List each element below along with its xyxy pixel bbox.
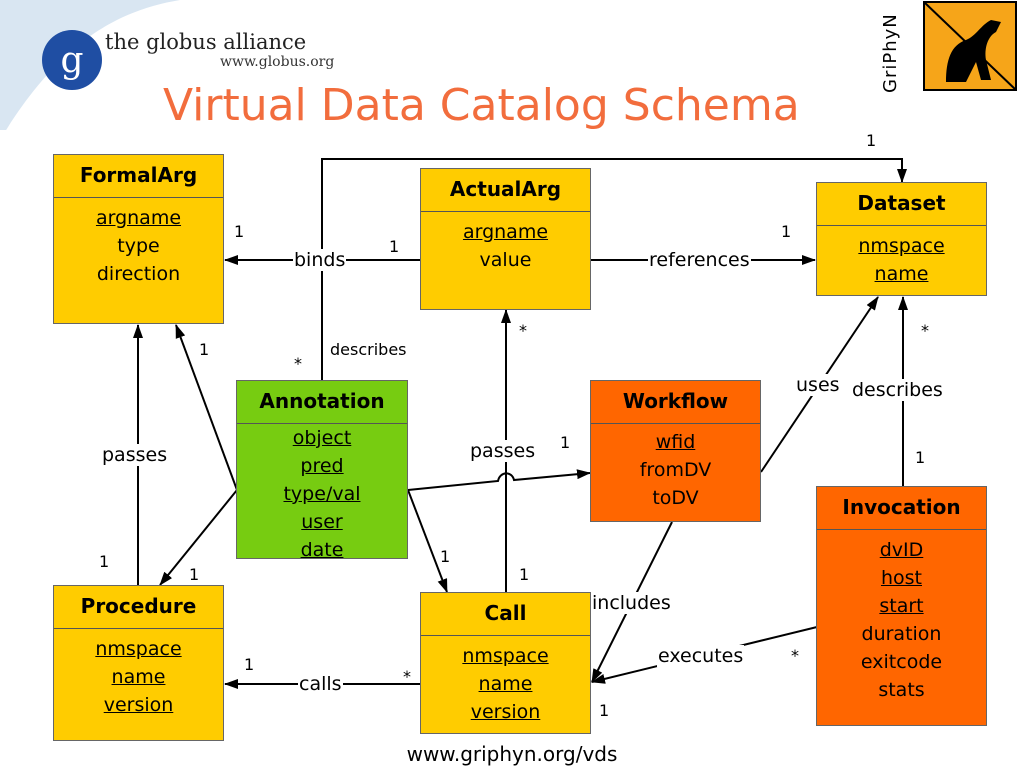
entity-attribute: start	[879, 595, 924, 617]
multiplicity: *	[403, 667, 411, 686]
footer-url: www.griphyn.org/vds	[406, 742, 618, 766]
entity-attribute: date	[300, 539, 344, 561]
entity-formalarg: FormalArg argname type direction	[53, 154, 224, 324]
multiplicity: 1	[99, 552, 110, 571]
entity-attribute: name	[874, 263, 929, 285]
relation-label-describes-right: describes	[851, 379, 944, 401]
entity-attribute: toDV	[652, 487, 699, 509]
globus-g-icon: g	[0, 0, 180, 140]
entity-name: FormalArg	[54, 155, 223, 198]
entity-annotation: Annotation object pred type/val user dat…	[236, 380, 408, 561]
entity-name: ActualArg	[421, 169, 590, 212]
griphyn-logo	[896, 0, 1024, 95]
relation-label-binds: binds	[293, 249, 347, 271]
entity-invocation: Invocation dvID host start duration exit…	[816, 486, 987, 726]
entity-attribute: nmspace	[462, 645, 549, 667]
entity-attribute: user	[301, 511, 343, 533]
multiplicity: *	[791, 646, 799, 665]
multiplicity: 1	[599, 701, 610, 720]
relation-label-describes-top: describes	[330, 340, 407, 359]
entity-attribute: type	[117, 235, 160, 257]
entity-attribute: nmspace	[858, 235, 945, 257]
page-title: Virtual Data Catalog Schema	[163, 80, 800, 131]
entity-attribute: version	[470, 701, 541, 723]
entity-attribute: name	[111, 666, 166, 688]
entity-attribute: object	[292, 427, 352, 449]
multiplicity: 1	[915, 448, 926, 467]
entity-attribute: name	[478, 673, 533, 695]
entity-name: Call	[421, 593, 590, 636]
globus-logo: g	[0, 0, 340, 140]
relation-label-includes: includes	[591, 592, 672, 614]
entity-name: Workflow	[591, 381, 760, 424]
multiplicity: *	[921, 321, 929, 340]
entity-attribute: stats	[878, 679, 925, 701]
relation-label-passes-center: passes	[469, 440, 537, 462]
entity-attribute: exitcode	[860, 651, 943, 673]
logo-name: the globus alliance	[105, 30, 307, 54]
entity-attribute: value	[479, 249, 532, 271]
multiplicity: *	[519, 321, 527, 340]
entity-attribute: duration	[861, 623, 942, 645]
entity-call: Call nmspace name version	[420, 592, 591, 734]
multiplicity: 1	[189, 565, 200, 584]
multiplicity: 1	[199, 340, 210, 359]
entity-attribute: pred	[300, 455, 344, 477]
entity-attribute: host	[880, 567, 922, 589]
entity-attribute: type/val	[283, 483, 361, 505]
entity-name: Dataset	[817, 183, 986, 226]
entity-attribute: argname	[462, 221, 549, 243]
multiplicity: 1	[519, 565, 530, 584]
entity-attribute: nmspace	[95, 638, 182, 660]
multiplicity: 1	[234, 222, 245, 241]
entity-attribute: direction	[96, 263, 181, 285]
multiplicity: 1	[781, 222, 792, 241]
annotation-call-line	[407, 489, 448, 593]
entity-name: Invocation	[817, 487, 986, 530]
annotation-procedure-line	[159, 489, 238, 586]
multiplicity: *	[294, 354, 302, 373]
entity-name: Annotation	[237, 381, 407, 424]
logo-url: www.globus.org	[220, 54, 335, 70]
entity-attribute: dvID	[879, 539, 924, 561]
relation-label-uses: uses	[795, 374, 841, 396]
griffin-icon	[923, 1, 1017, 91]
relation-label-passes-left: passes	[101, 444, 169, 466]
relation-label-calls: calls	[298, 673, 343, 695]
entity-attribute: argname	[95, 207, 182, 229]
multiplicity: 1	[244, 655, 255, 674]
svg-text:g: g	[60, 40, 83, 81]
multiplicity: 1	[866, 131, 877, 150]
relation-label-executes: executes	[657, 645, 745, 667]
annotation-formalarg-line	[175, 324, 238, 491]
entity-procedure: Procedure nmspace name version	[53, 585, 224, 741]
multiplicity: 1	[560, 433, 571, 452]
annotation-workflow-line	[407, 469, 591, 491]
entity-workflow: Workflow wfid fromDV toDV	[590, 380, 761, 522]
entity-dataset: Dataset nmspace name	[816, 182, 987, 296]
multiplicity: 1	[440, 547, 451, 566]
entity-actualarg: ActualArg argname value	[420, 168, 591, 310]
entity-name: Procedure	[54, 586, 223, 629]
describes-top-line	[321, 158, 907, 381]
entity-attribute: wfid	[655, 431, 696, 453]
entity-attribute: version	[103, 694, 174, 716]
entity-attribute: fromDV	[639, 459, 712, 481]
multiplicity: 1	[389, 237, 400, 256]
relation-label-references: references	[648, 249, 751, 271]
